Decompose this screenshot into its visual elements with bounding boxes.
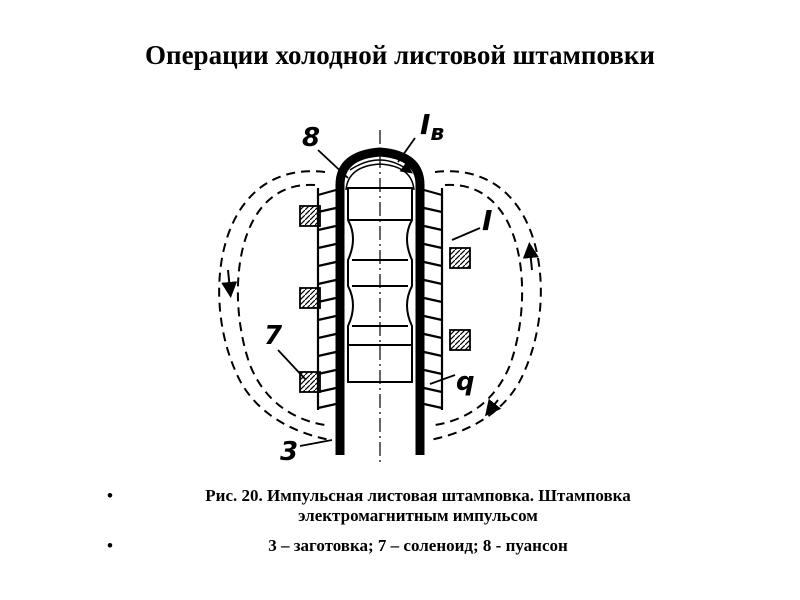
- label-pressure: q: [456, 367, 475, 397]
- bullet-icon: •: [107, 536, 113, 555]
- leader-lines: [277, 137, 481, 447]
- caption-legend-text: 3 – заготовка; 7 – соленоид; 8 - пуансон: [268, 536, 568, 555]
- field-arrow-left: [221, 269, 238, 298]
- right-coil-leads: [423, 188, 444, 410]
- bullet-icon: •: [107, 486, 113, 505]
- induced-current-arrow: [349, 159, 413, 174]
- label-punch: 8: [302, 123, 320, 153]
- caption-item-figure: • Рис. 20. Импульсная листовая штамповка…: [105, 486, 705, 526]
- solenoid-coils: [299, 205, 471, 393]
- stamping-figure: 8 Iв I 7 q 3: [180, 100, 580, 480]
- caption-figure-text: Рис. 20. Импульсная листовая штамповка. …: [205, 486, 631, 525]
- field-arrow-bottom-right: [485, 398, 502, 417]
- slide-title: Операции холодной листовой штамповки: [145, 40, 655, 70]
- punch: [347, 187, 413, 383]
- label-solenoid: 7: [264, 321, 283, 351]
- label-current-coil: I: [482, 204, 492, 237]
- caption-list: • Рис. 20. Импульсная листовая штамповка…: [105, 486, 705, 566]
- label-current-workpiece: Iв: [420, 108, 444, 146]
- caption-item-legend: • 3 – заготовка; 7 – соленоид; 8 - пуанс…: [105, 536, 705, 556]
- label-workpiece: 3: [280, 437, 298, 467]
- left-coil-leads: [316, 188, 337, 410]
- label-current-workpiece-sub: в: [430, 121, 444, 146]
- field-arrow-right: [522, 242, 539, 271]
- electromagnetic-stamping-diagram: 8 Iв I 7 q 3: [218, 108, 542, 467]
- label-current-workpiece-main: I: [420, 108, 430, 141]
- magnetic-field-lines: [218, 170, 542, 441]
